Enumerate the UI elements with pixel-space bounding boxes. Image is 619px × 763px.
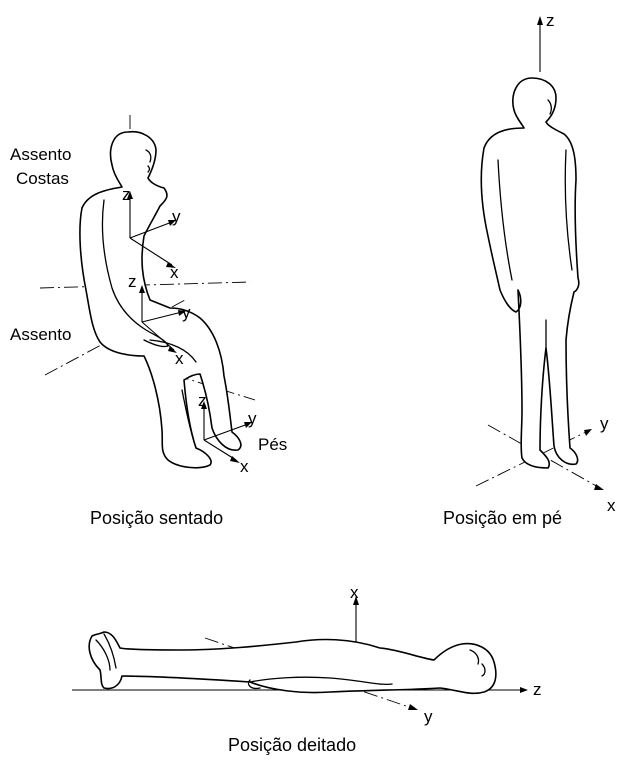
standing-z-label: z [546, 11, 555, 30]
lying-z-arrow [520, 687, 528, 693]
seat-back-y-label: y [172, 207, 181, 226]
seated-body-outline [80, 132, 241, 468]
lying-x-label: x [350, 583, 359, 602]
caption-lying: Posição deitado [228, 735, 356, 755]
lying-y-arrow [408, 704, 418, 710]
caption-standing: Posição em pé [443, 508, 562, 528]
standing-body-outline [481, 78, 578, 468]
lying-body-outline [89, 632, 496, 693]
feet-y-label: y [248, 409, 257, 428]
seat-x-label: x [175, 349, 184, 368]
seat-back-z-label: z [122, 185, 131, 204]
seat-back-x-label: x [170, 263, 179, 282]
label-feet: Pés [258, 435, 287, 454]
standing-y-arrow [584, 429, 592, 436]
seated-figure: Assento Costas Assento Pés z y x z y x z… [10, 115, 287, 528]
feet-z-label: z [198, 391, 207, 410]
lying-y-label: y [424, 707, 433, 726]
standing-figure: z y x Posição em pé [443, 11, 616, 528]
standing-x-arrow [594, 484, 604, 490]
label-seat-back-line1: Assento [10, 145, 71, 164]
label-seat-back-line2: Costas [16, 169, 69, 188]
lying-figure: z x y Posição deitado [72, 583, 542, 755]
lying-z-label: z [533, 680, 542, 699]
standing-x-label: x [607, 496, 616, 515]
seat-y-label: y [182, 303, 191, 322]
seat-z-label: z [128, 272, 137, 291]
caption-seated: Posição sentado [90, 508, 223, 528]
feet-x-label: x [240, 457, 249, 476]
label-seat: Assento [10, 325, 71, 344]
standing-y-label: y [600, 414, 609, 433]
